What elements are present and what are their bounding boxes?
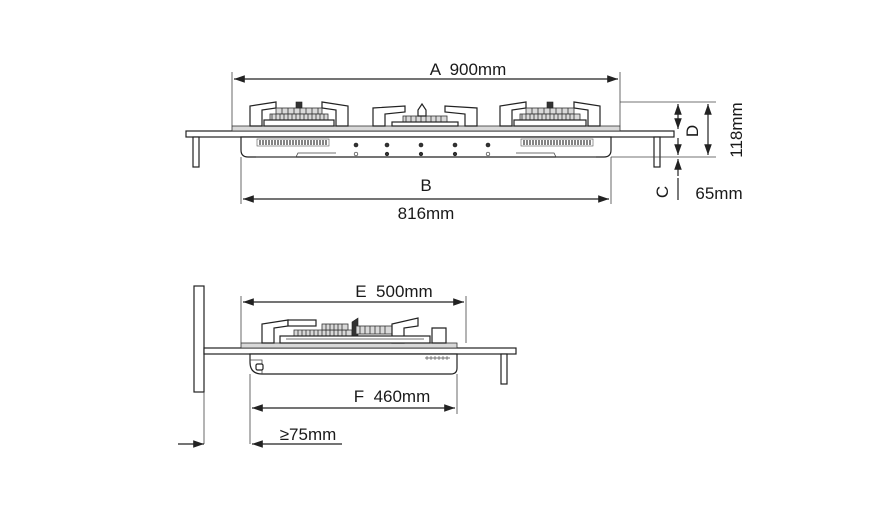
- right-burner: [499, 101, 601, 127]
- right-vent-grille: [520, 138, 594, 147]
- side-view: E 500mm F 460mm ≥75mm: [178, 282, 517, 448]
- wall-gap-label: ≥75mm: [280, 425, 337, 444]
- dimension-a-label: A 900mm: [430, 60, 507, 79]
- hob-body: [240, 136, 612, 158]
- countertop: [185, 130, 675, 138]
- dimension-f: F 460mm: [249, 374, 458, 444]
- center-burner: [372, 102, 478, 127]
- control-knob-holes: [353, 142, 491, 157]
- dimension-c-value: 65mm: [695, 184, 742, 203]
- left-vent-grille: [256, 138, 330, 147]
- dimension-b-value: 816mm: [398, 204, 455, 223]
- dimension-f-label: F 460mm: [354, 387, 431, 406]
- dimension-b: B 816mm: [240, 157, 612, 223]
- front-view: A 900mm B 816mm D 118mm C 65mm: [185, 60, 746, 223]
- side-burners: [261, 317, 447, 344]
- dimension-a: A 900mm: [231, 60, 621, 126]
- dimension-d-value: 118mm: [727, 102, 746, 157]
- side-countertop: [203, 347, 517, 355]
- left-support-leg: [192, 136, 200, 168]
- glass-top-plate: [231, 125, 621, 132]
- dimension-wall-gap: ≥75mm: [252, 425, 342, 448]
- dimension-d-letter: D: [683, 125, 702, 137]
- wall-panel: [193, 285, 205, 393]
- dimension-e-label: E 500mm: [355, 282, 432, 301]
- dimension-d: D 118mm: [611, 101, 746, 158]
- side-glass-top: [240, 342, 458, 349]
- dimension-e: E 500mm: [240, 282, 467, 343]
- left-burner: [249, 101, 349, 127]
- dimension-b-letter: B: [420, 176, 431, 195]
- side-hob-body: [249, 353, 458, 375]
- dimension-c-letter: C: [653, 186, 672, 198]
- dimension-c: C 65mm: [653, 138, 743, 203]
- right-support-leg: [653, 136, 661, 168]
- side-support-leg: [500, 353, 508, 385]
